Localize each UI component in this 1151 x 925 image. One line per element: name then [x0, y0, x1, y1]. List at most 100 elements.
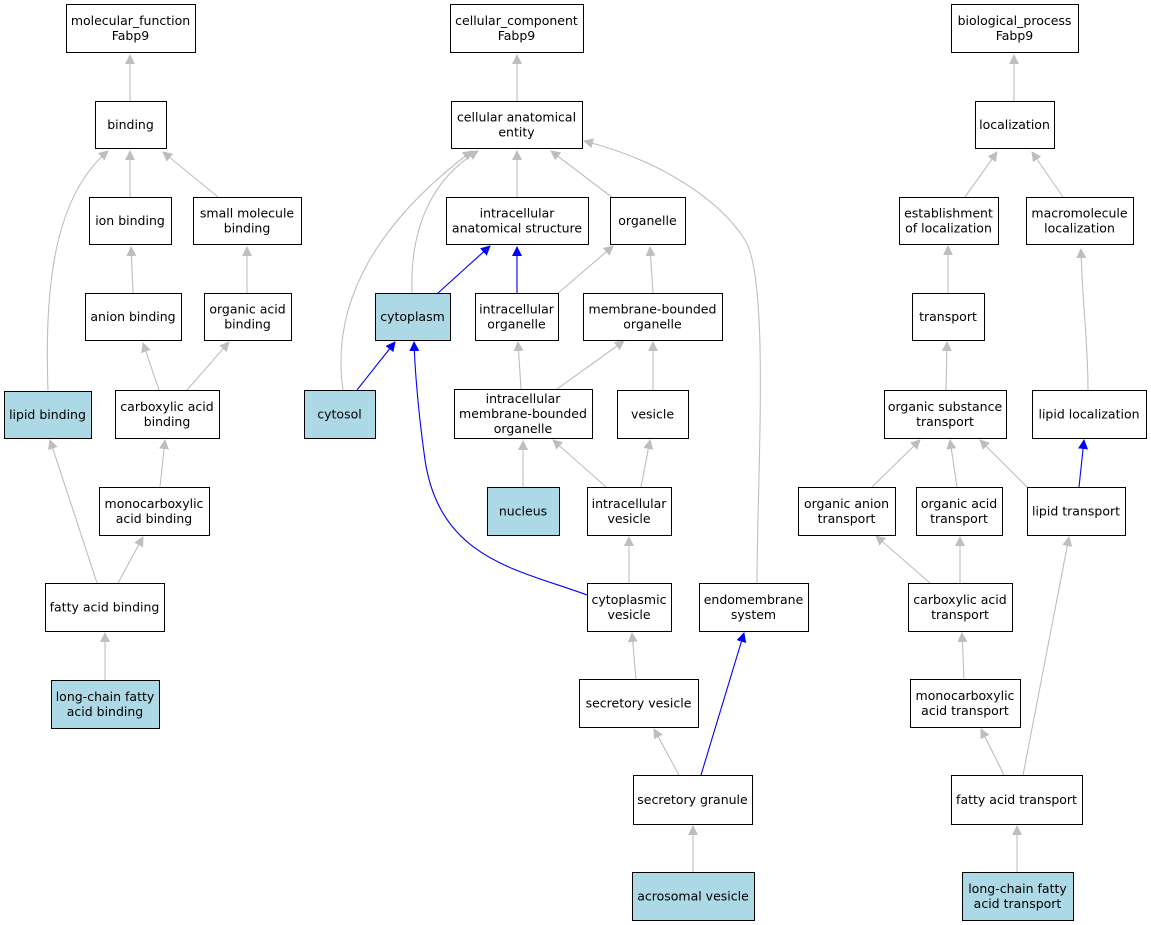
node-label: intracellular	[480, 206, 556, 221]
node-box[interactable]	[579, 679, 699, 728]
node-localization[interactable]: localization	[975, 101, 1055, 149]
node-box[interactable]	[633, 775, 753, 825]
node-cytoplasm[interactable]: cytoplasm	[375, 293, 451, 341]
node-box[interactable]	[66, 4, 196, 53]
node-nucleus[interactable]: nucleus	[487, 487, 560, 536]
node-label: system	[731, 607, 776, 622]
node-label: lipid binding	[9, 407, 86, 422]
node-box[interactable]	[587, 487, 672, 536]
node-box[interactable]	[193, 197, 302, 245]
node-box[interactable]	[912, 293, 985, 341]
node-binding[interactable]: binding	[95, 101, 167, 149]
node-box[interactable]	[95, 101, 167, 149]
node-label: acid binding	[116, 511, 193, 526]
node-box[interactable]	[375, 293, 451, 341]
node-ion-binding[interactable]: ion binding	[89, 197, 172, 245]
node-fatty-acid-transport[interactable]: fatty acid transport	[951, 775, 1083, 825]
node-box[interactable]	[951, 775, 1083, 825]
node-box[interactable]	[908, 583, 1013, 632]
node-box[interactable]	[99, 487, 210, 536]
node-box[interactable]	[450, 4, 584, 53]
node-acrosomal-vesicle[interactable]: acrosomal vesicle	[632, 872, 755, 921]
node-vesicle[interactable]: vesicle	[617, 390, 689, 439]
node-fatty-acid-binding[interactable]: fatty acid binding	[45, 583, 165, 632]
node-box[interactable]	[85, 293, 182, 341]
node-box[interactable]	[1026, 197, 1134, 245]
node-box[interactable]	[89, 197, 172, 245]
node-box[interactable]	[115, 390, 220, 439]
node-label: organic anion	[804, 496, 889, 511]
node-box[interactable]	[4, 391, 92, 439]
node-box[interactable]	[910, 679, 1021, 728]
node-box[interactable]	[51, 680, 160, 729]
node-box[interactable]	[1032, 390, 1147, 439]
edge-intracellular_vesicle-to-imbo	[552, 439, 607, 488]
node-secretory-vesicle[interactable]: secretory vesicle	[579, 679, 699, 728]
node-box[interactable]	[899, 197, 999, 245]
edge-path	[1076, 248, 1089, 391]
node-box[interactable]	[916, 487, 1003, 536]
node-box[interactable]	[975, 101, 1055, 149]
node-box[interactable]	[304, 390, 376, 439]
node-label: acrosomal vesicle	[637, 889, 749, 904]
edge-path	[550, 150, 614, 199]
node-box[interactable]	[475, 293, 559, 341]
node-box[interactable]	[454, 389, 593, 439]
node-box[interactable]	[610, 197, 686, 245]
node-transport[interactable]: transport	[912, 293, 985, 341]
node-cytosol[interactable]: cytosol	[304, 390, 376, 439]
node-organelle[interactable]: organelle	[610, 197, 686, 245]
node-box[interactable]	[884, 390, 1007, 439]
node-lipid-transport[interactable]: lipid transport	[1027, 487, 1126, 536]
node-label: organelle	[487, 317, 546, 332]
node-box[interactable]	[632, 872, 755, 921]
node-box[interactable]	[451, 101, 583, 149]
node-label: binding	[224, 317, 271, 332]
node-lipid-localization[interactable]: lipid localization	[1032, 390, 1147, 439]
node-box[interactable]	[204, 293, 292, 341]
node-lipid-binding[interactable]: lipid binding	[4, 391, 92, 439]
edge-organic_acid_transport-to-organic_substance_transport	[946, 439, 958, 488]
node-box[interactable]	[798, 487, 896, 536]
node-secretory-granule[interactable]: secretory granule	[633, 775, 753, 825]
node-box[interactable]	[587, 583, 672, 632]
node-anion-binding[interactable]: anion binding	[85, 293, 182, 341]
node-box[interactable]	[699, 583, 809, 632]
edge-carboxylic_acid_binding-to-anion_binding	[141, 342, 160, 391]
node-box[interactable]	[1027, 487, 1126, 536]
node-box[interactable]	[487, 487, 560, 536]
node-box[interactable]	[583, 293, 723, 341]
edge-path	[409, 341, 588, 596]
node-box[interactable]	[962, 872, 1074, 921]
node-label: cytoplasmic	[592, 592, 667, 607]
node-label: cytosol	[317, 407, 361, 422]
node-box[interactable]	[446, 197, 589, 245]
node-box[interactable]	[617, 390, 689, 439]
node-box[interactable]	[45, 583, 165, 632]
node-box[interactable]	[951, 4, 1079, 53]
